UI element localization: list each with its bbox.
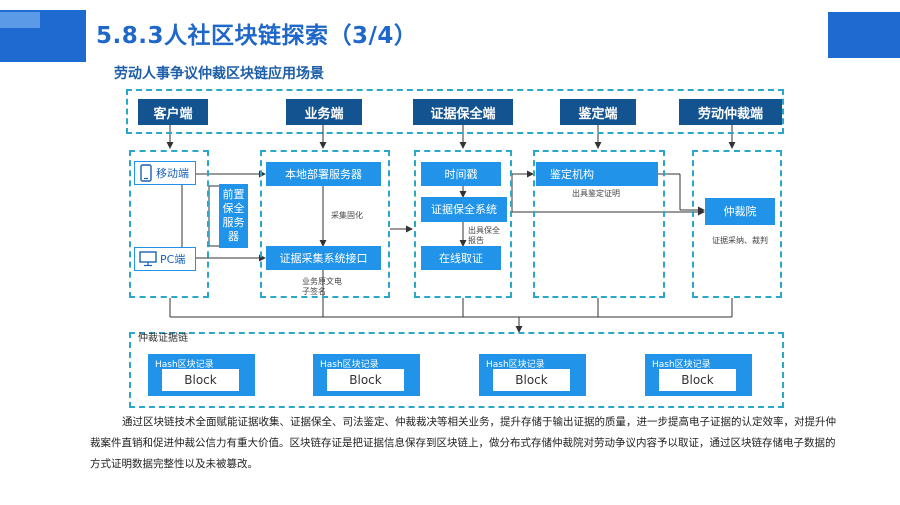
title-accent-right xyxy=(828,12,900,58)
evidence-container xyxy=(414,150,512,298)
appraisal-org-node: 鉴定机构 xyxy=(536,162,658,186)
chain-label: 仲裁证据链 xyxy=(138,333,188,344)
collect-fix-label: 采集固化 xyxy=(331,211,363,220)
column-header-business: 业务端 xyxy=(286,99,362,125)
arbitration-container xyxy=(692,150,782,298)
online-evidence-node: 在线取证 xyxy=(421,246,501,270)
pc-label: PC端 xyxy=(160,252,186,266)
mobile-node: 移动端 xyxy=(134,161,196,185)
pc-node: PC端 xyxy=(134,247,196,271)
hash-record-label: Hash区块记录 xyxy=(320,360,379,370)
block-box: Block xyxy=(327,369,404,391)
column-header-arbitration: 劳动仲裁端 xyxy=(679,99,782,125)
arbitration-court-node: 仲裁院 xyxy=(705,198,775,225)
front-service-node: 前置保全服务器 xyxy=(219,184,248,248)
column-header-client: 客户端 xyxy=(138,99,208,125)
block-box: Block xyxy=(162,369,239,391)
timestamp-node: 时间戳 xyxy=(421,162,501,186)
client-container xyxy=(129,150,209,298)
preserve-system-node: 证据保全系统 xyxy=(421,197,507,222)
evidence-system-node: 证据采集系统接口 xyxy=(266,246,381,270)
page-title: 5.8.3人社区块链探索（3/4） xyxy=(96,23,418,49)
page-subtitle: 劳动人事争议仲裁区块链应用场景 xyxy=(114,66,324,82)
hash-record-3: Hash区块记录 Block xyxy=(479,354,586,396)
business-container xyxy=(260,150,390,298)
block-box: Block xyxy=(659,369,736,391)
business-note: 业务原文电子签名 xyxy=(302,277,342,296)
column-header-appraisal: 鉴定端 xyxy=(560,99,636,125)
hash-record-label: Hash区块记录 xyxy=(155,360,214,370)
column-header-evidence: 证据保全端 xyxy=(413,99,513,125)
monitor-icon xyxy=(139,251,157,267)
hash-record-label: Hash区块记录 xyxy=(652,360,711,370)
hash-record-2: Hash区块记录 Block xyxy=(313,354,420,396)
arbitration-note: 证据采纳、裁判 xyxy=(712,236,768,245)
hash-record-1: Hash区块记录 Block xyxy=(148,354,255,396)
appraisal-container xyxy=(533,150,665,298)
local-server-node: 本地部署服务器 xyxy=(266,162,381,186)
evidence-note: 出具保全报告 xyxy=(468,226,500,245)
hash-record-4: Hash区块记录 Block xyxy=(645,354,752,396)
chain-container xyxy=(129,332,784,408)
roles-container xyxy=(126,89,784,134)
phone-icon xyxy=(140,164,152,182)
block-box: Block xyxy=(493,369,570,391)
hash-record-label: Hash区块记录 xyxy=(486,360,545,370)
description-paragraph: 通过区块链技术全面赋能证据收集、证据保全、司法鉴定、仲裁裁决等相关业务，提升存储… xyxy=(90,416,836,470)
mobile-label: 移动端 xyxy=(156,166,189,180)
appraisal-note: 出具鉴定证明 xyxy=(572,189,620,198)
title-accent-left-light xyxy=(0,12,40,28)
